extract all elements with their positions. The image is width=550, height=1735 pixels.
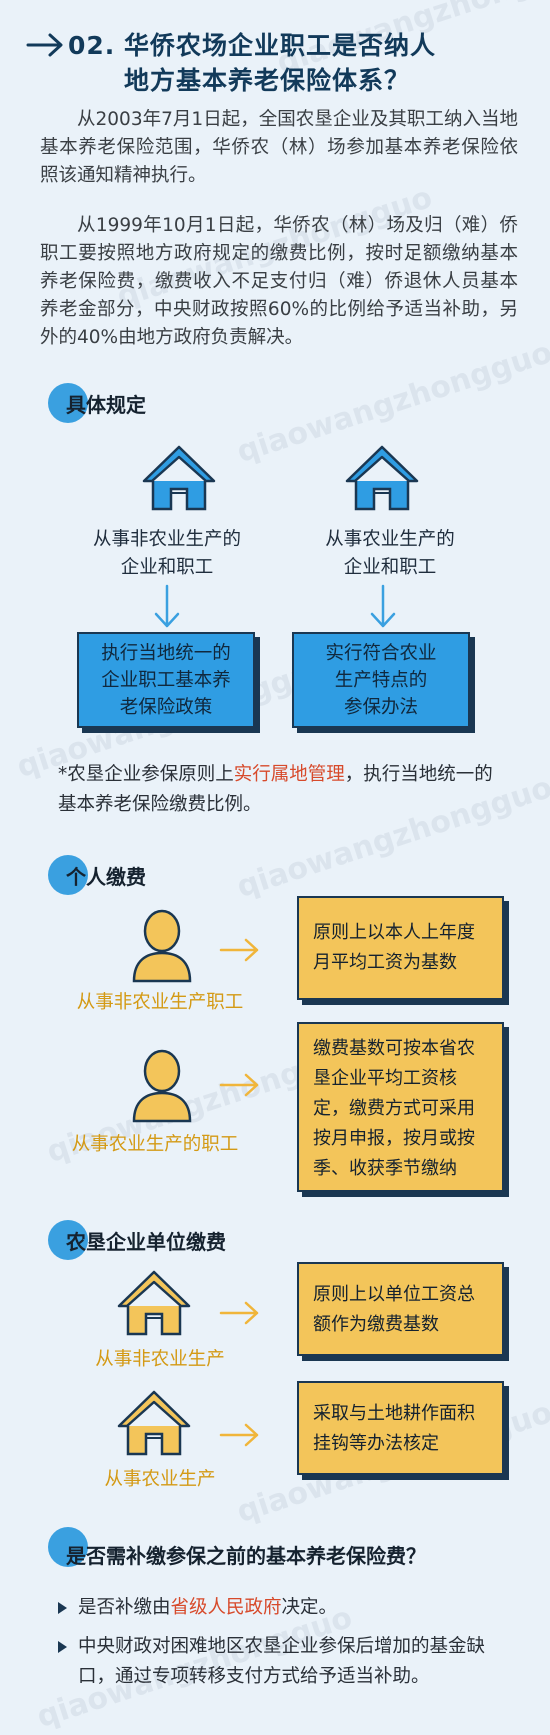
question-dot <box>48 1527 88 1567</box>
info-box: 原则上以本人上年度月平均工资为基数 <box>297 896 504 1000</box>
arrow-right-icon <box>219 1423 259 1447</box>
section-label: 个人缴费 <box>66 865 146 889</box>
policy-box-non-agricultural: 执行当地统一的 企业职工基本养 老保险政策 <box>77 632 255 728</box>
caption-agricultural-worker: 从事农业生产的职工 <box>71 1134 239 1155</box>
arrow-right-icon <box>219 1301 259 1325</box>
intro-paragraph: 从2003年7月1日起，全国农垦企业及其职工纳入当地基本养老保险范围，华侨农（林… <box>40 109 518 186</box>
section-header-specific-rules: 具体规定 <box>48 383 248 423</box>
house-icon <box>117 1270 191 1336</box>
intro-paragraph: 从1999年10月1日起，华侨农（林）场及归（难）侨职工要按照地方政府规定的缴费… <box>40 215 518 348</box>
note-highlight: 实行属地管理 <box>233 764 345 785</box>
person-icon <box>132 909 192 983</box>
info-box: 原则上以单位工资总额作为缴费基数 <box>297 1262 504 1356</box>
house-icon <box>117 1390 191 1456</box>
caption-non-agricultural: 从事非农业生产的 企业和职工 <box>92 529 241 578</box>
caption-non-agricultural-unit: 从事非农业生产 <box>95 1349 225 1370</box>
section-header-unit-payment: 农垦企业单位缴费 <box>48 1220 298 1260</box>
policy-box-agricultural: 实行符合农业 生产特点的 参保办法 <box>292 632 470 728</box>
info-box: 缴费基数可按本省农垦企业平均工资核定，缴费方式可采用按月申报，按月或按季、收获季… <box>297 1022 504 1192</box>
section-label: 具体规定 <box>66 393 146 417</box>
question-title: 是否需补缴参保之前的基本养老保险费？ <box>66 1544 426 1568</box>
title-line-1: 华侨农场企业职工是否纳人 <box>124 31 437 60</box>
arrow-right-icon <box>26 33 63 57</box>
list-item: 是否补缴由省级人民政府决定。 <box>58 1593 518 1623</box>
caption-agricultural-unit: 从事农业生产 <box>104 1469 216 1490</box>
house-icon <box>345 445 419 511</box>
bullet-highlight: 省级人民政府 <box>170 1597 282 1618</box>
caption-non-agricultural-worker: 从事非农业生产职工 <box>76 992 244 1013</box>
arrow-down-icon <box>154 584 180 628</box>
triangle-bullet-icon <box>58 1602 67 1614</box>
arrow-right-icon <box>219 1073 259 1097</box>
arrow-down-icon <box>370 584 396 628</box>
arrow-right-icon <box>219 938 259 962</box>
info-box: 采取与土地耕作面积挂钩等办法核定 <box>297 1381 504 1475</box>
section-header-personal-payment: 个人缴费 <box>48 855 248 895</box>
person-icon <box>132 1049 192 1123</box>
title-number: 02. <box>68 31 116 60</box>
note-text: *农垦企业参保原则上实行属地管理，执行当地统一的基本养老保险缴费比例。 <box>58 764 493 815</box>
caption-agricultural: 从事农业生产的 企业和职工 <box>325 529 455 578</box>
house-icon <box>142 445 216 511</box>
title-line-2: 地方基本养老保险体系？ <box>124 66 411 95</box>
list-item: 中央财政对困难地区农垦企业参保后增加的基金缺口，通过专项转移支付方式给予适当补助… <box>58 1632 518 1692</box>
section-label: 农垦企业单位缴费 <box>66 1230 226 1254</box>
triangle-bullet-icon <box>58 1641 67 1653</box>
